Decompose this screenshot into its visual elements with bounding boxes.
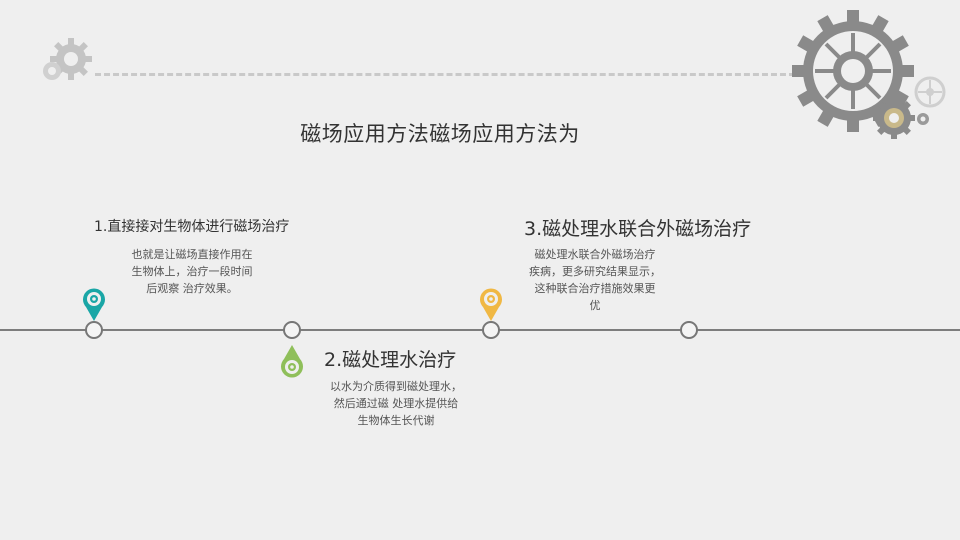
dashed-divider (95, 73, 795, 76)
item-1-description: 也就是让磁场直接作用在 生物体上，治疗一段时间 后观察 治疗效果。 (112, 246, 272, 297)
timeline-line (0, 329, 960, 331)
item-1-title: 1.直接接对生物体进行磁场治疗 (94, 219, 290, 235)
map-pin-icon-2 (278, 343, 306, 379)
item-3-desc-line: 疾病，更多研究结果显示， (529, 265, 661, 278)
item-2-title: 2.磁处理水治疗 (324, 349, 457, 371)
gear-icon-tiny-right (916, 112, 930, 126)
item-2-description: 以水为介质得到磁处理水， 然后通过磁 处理水提供给 生物体生长代谢 (316, 378, 476, 429)
item-2-desc-line: 以水为介质得到磁处理水， (330, 380, 462, 393)
item-1-desc-line: 也就是让磁场直接作用在 (131, 248, 253, 261)
item-3-desc-line: 这种联合治疗措施效果更 (534, 282, 656, 295)
map-pin-icon-3 (477, 287, 505, 323)
gear-icon-medium (872, 96, 916, 140)
gear-icon-tiny-topleft (40, 59, 64, 83)
item-1-desc-line: 后观察 治疗效果。 (146, 282, 238, 295)
gear-icon-large (790, 8, 916, 134)
item-3-desc-line: 优 (589, 299, 601, 312)
timeline-node-3 (482, 321, 500, 339)
item-3-desc-line: 磁处理水联合外磁场治疗 (534, 248, 656, 261)
timeline-node-4 (680, 321, 698, 339)
item-3-title: 3.磁处理水联合外磁场治疗 (524, 218, 752, 240)
map-pin-icon-1 (80, 287, 108, 323)
timeline-node-1 (85, 321, 103, 339)
item-2-desc-line: 生物体生长代谢 (357, 414, 435, 427)
item-2-desc-line: 然后通过磁 处理水提供给 (333, 397, 459, 410)
item-1-desc-line: 生物体上，治疗一段时间 (131, 265, 253, 278)
gear-icon-outline (912, 74, 948, 110)
timeline-node-2 (283, 321, 301, 339)
slide-title: 磁场应用方法磁场应用方法为 (300, 122, 580, 146)
item-3-description: 磁处理水联合外磁场治疗 疾病，更多研究结果显示， 这种联合治疗措施效果更 优 (515, 246, 675, 314)
